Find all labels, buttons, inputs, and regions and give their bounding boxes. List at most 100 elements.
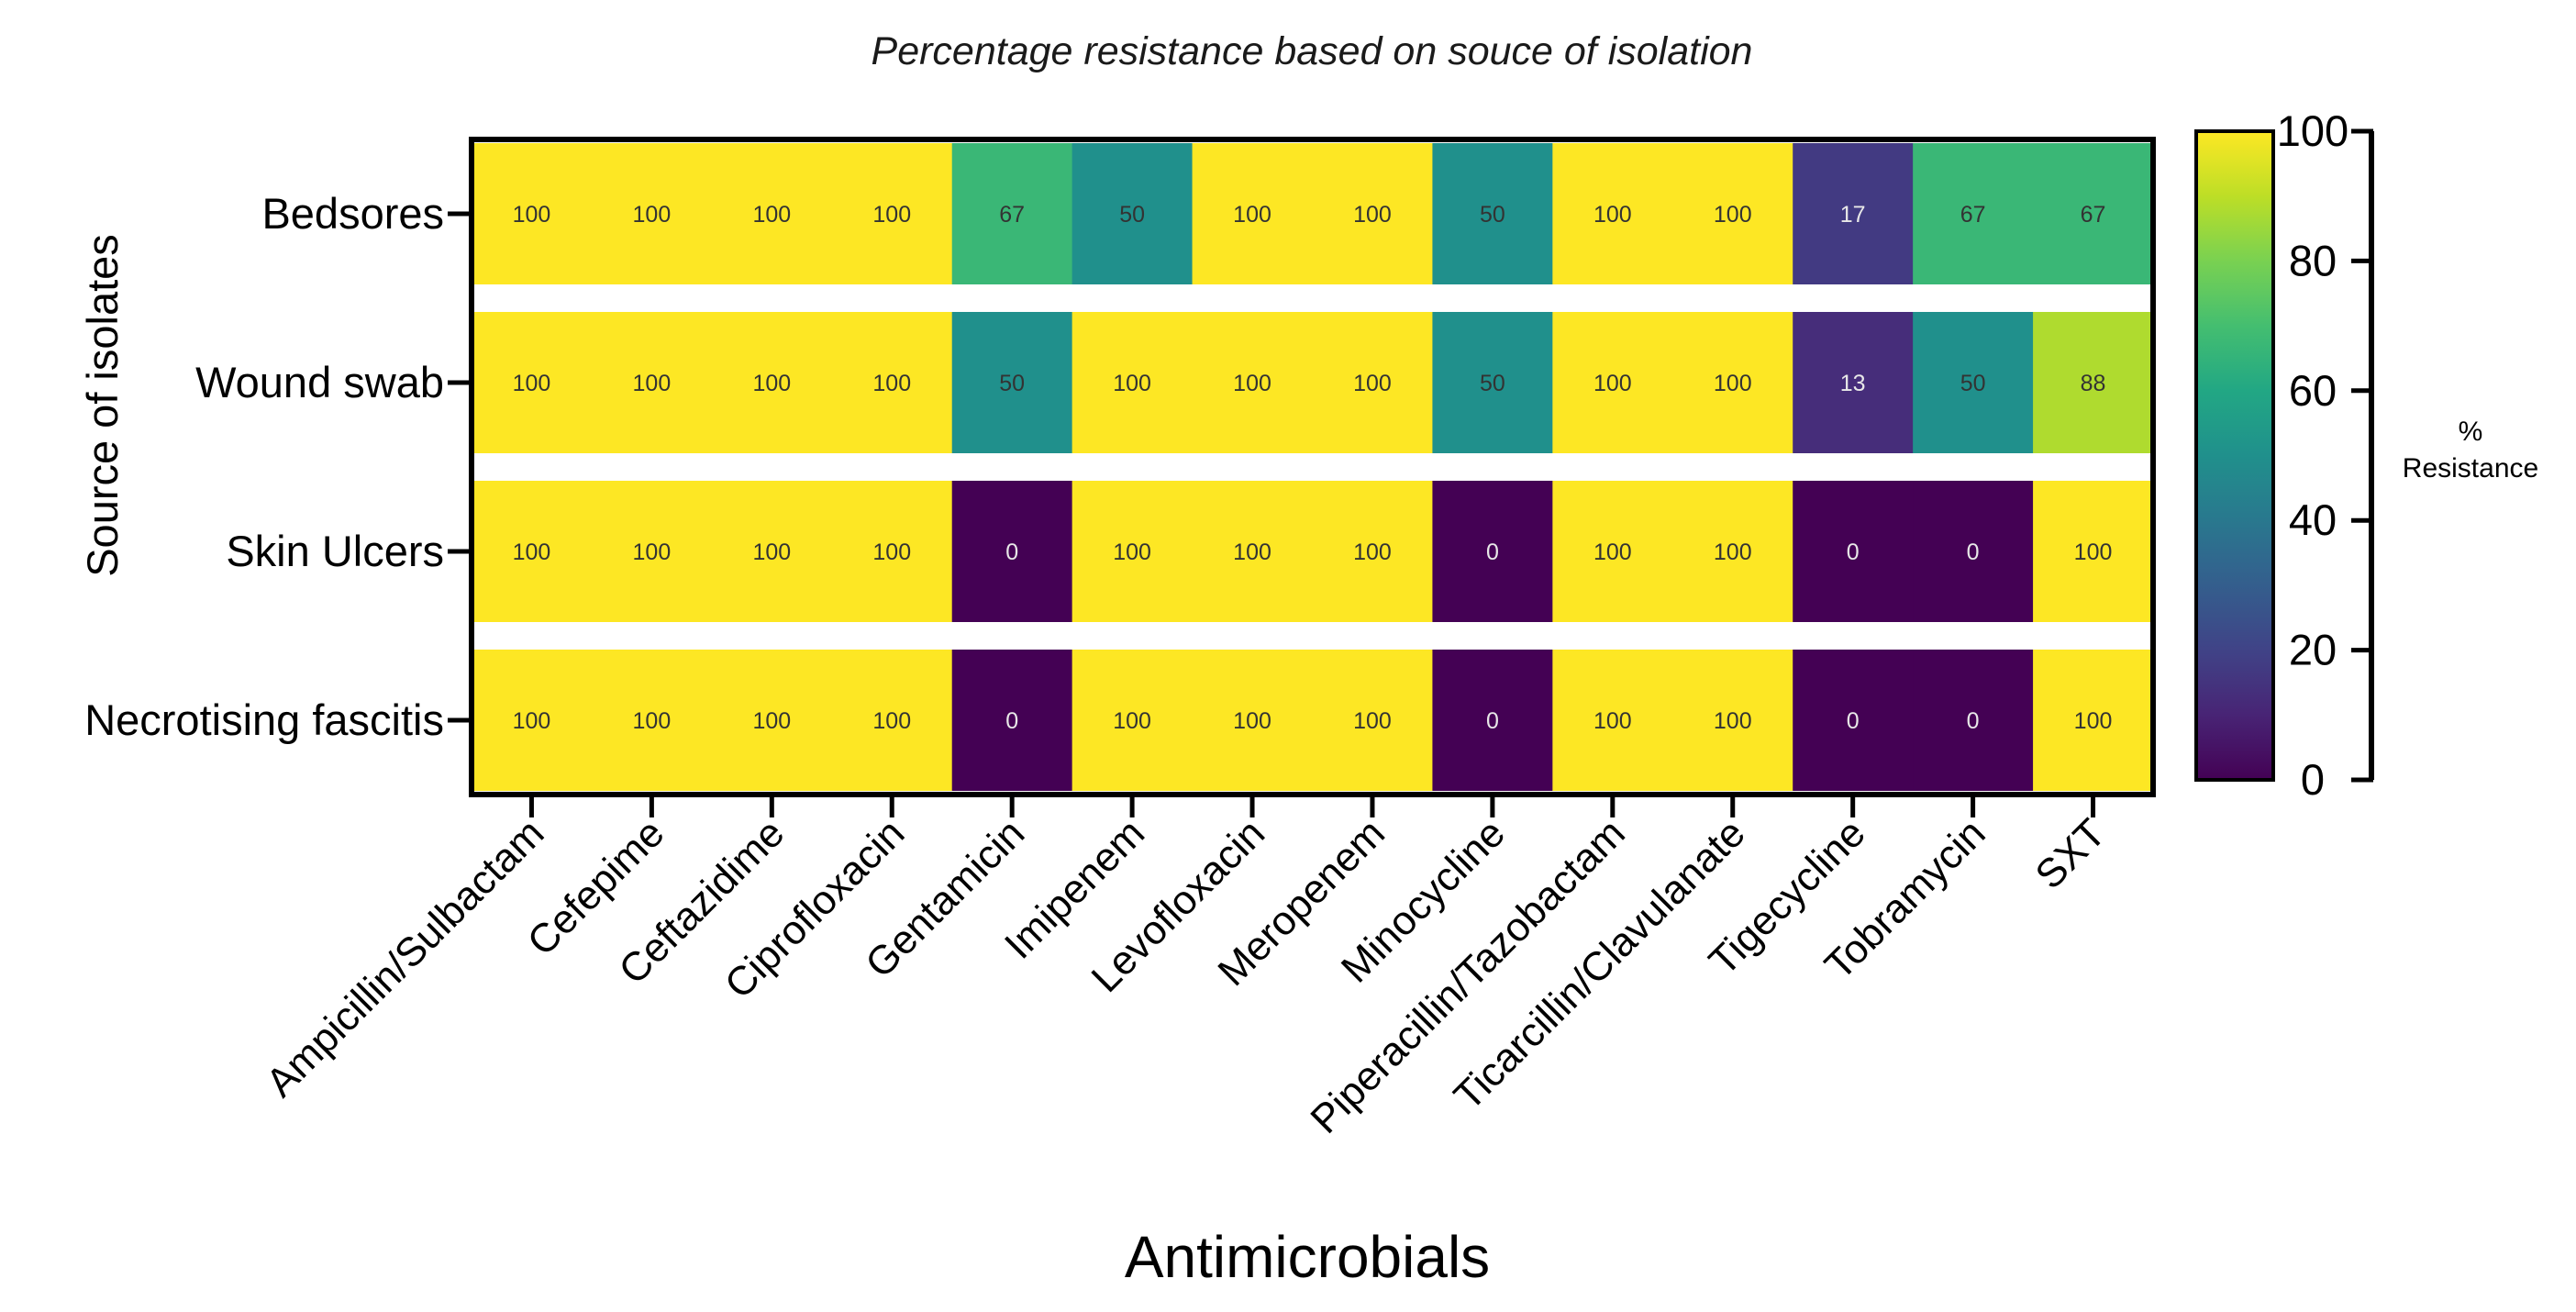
cell-value-label: 100 — [1113, 539, 1151, 565]
heatmap-cell — [831, 650, 953, 791]
x-axis-title: Antimicrobials — [1125, 1224, 1490, 1290]
row-label: Skin Ulcers — [226, 527, 444, 575]
cell-value-label: 100 — [1593, 202, 1632, 228]
heatmap-cell — [711, 143, 833, 284]
cell-value-label: 100 — [1233, 539, 1271, 565]
heatmap-cell — [2033, 650, 2154, 791]
heatmap-cell — [1672, 312, 1793, 453]
heatmap-cell — [831, 143, 953, 284]
cell-value-label: 100 — [1593, 371, 1632, 396]
heatmap-cell — [1793, 481, 1914, 622]
y-axis-title: Source of isolates — [78, 234, 127, 577]
cell-value-label: 100 — [1714, 202, 1752, 228]
cell-value-label: 50 — [1480, 202, 1505, 228]
cell-value-label: 50 — [1119, 202, 1145, 228]
cell-value-label: 100 — [633, 539, 672, 565]
heatmap-cell — [1071, 481, 1194, 622]
cell-value-label: 100 — [513, 539, 551, 565]
cell-value-label: 100 — [752, 371, 791, 396]
row-label: Wound swab — [195, 358, 444, 406]
heatmap-cell — [591, 312, 713, 453]
heatmap-cell — [1432, 312, 1553, 453]
cell-value-label: 50 — [999, 371, 1025, 396]
heatmap-cell — [472, 312, 593, 453]
cell-value-label: 67 — [2081, 202, 2106, 228]
row-label: Necrotising fascitis — [84, 695, 444, 744]
heatmap-cell — [1552, 481, 1673, 622]
heatmap-cell — [2033, 312, 2154, 453]
cell-value-label: 67 — [1960, 202, 1986, 228]
heatmap-cell — [1192, 650, 1314, 791]
heatmap-cell — [1192, 143, 1314, 284]
heatmap-cells: 100 100 100 100 67 50 100 100 50 100 100 17 67 67 100 1… — [472, 143, 2154, 791]
cell-value-label: 67 — [999, 202, 1025, 228]
cell-value-label: 0 — [1486, 708, 1499, 734]
cell-value-label: 0 — [1847, 708, 1860, 734]
cell-value-label: 100 — [1714, 371, 1752, 396]
heatmap-cell — [1793, 143, 1914, 284]
heatmap-cell — [1432, 650, 1553, 791]
cell-value-label: 0 — [1005, 708, 1018, 734]
cell-value-label: 0 — [1967, 708, 1980, 734]
cell-value-label: 100 — [513, 202, 551, 228]
heatmap-cell — [951, 312, 1073, 453]
cell-value-label: 100 — [1353, 371, 1392, 396]
heatmap-cell — [1432, 143, 1553, 284]
cell-value-label: 50 — [1480, 371, 1505, 396]
heatmap-cell — [1071, 143, 1194, 284]
heatmap-cell — [2033, 481, 2154, 622]
cell-value-label: 100 — [1113, 371, 1151, 396]
cell-value-label: 100 — [872, 371, 911, 396]
cell-value-label: 100 — [513, 371, 551, 396]
colorbar-tick-label: 0 — [2301, 755, 2325, 804]
colorbar-title-symbol: % — [2459, 417, 2483, 447]
column-labels: Ampicillin/SulbactamCefepimeCeftazidimeC… — [258, 795, 2115, 1142]
colorbar-tick-label: 20 — [2289, 626, 2337, 674]
heatmap-cell — [1312, 481, 1434, 622]
cell-value-label: 100 — [1233, 371, 1271, 396]
cell-value-label: 100 — [1113, 708, 1151, 734]
cell-value-label: 0 — [1967, 539, 1980, 565]
column-label: Ampicillin/Sulbactam — [258, 810, 553, 1106]
heatmap-cell — [951, 650, 1073, 791]
cell-value-label: 100 — [2074, 708, 2113, 734]
heatmap-cell — [1552, 312, 1673, 453]
heatmap-cell — [1432, 481, 1553, 622]
cell-value-label: 100 — [752, 539, 791, 565]
cell-value-label: 100 — [752, 202, 791, 228]
heatmap-cell — [711, 481, 833, 622]
cell-value-label: 100 — [1353, 202, 1392, 228]
heatmap-cell — [1913, 143, 2034, 284]
cell-value-label: 100 — [872, 708, 911, 734]
row-label: Bedsores — [261, 189, 444, 238]
cell-value-label: 100 — [1714, 708, 1752, 734]
cell-value-label: 100 — [633, 202, 672, 228]
cell-value-label: 100 — [1233, 202, 1271, 228]
heatmap-cell — [1071, 312, 1194, 453]
plot-frame — [469, 137, 2156, 797]
heatmap-cell — [591, 143, 713, 284]
heatmap-cell — [1312, 312, 1434, 453]
cell-value-label: 100 — [752, 708, 791, 734]
heatmap-cell — [831, 481, 953, 622]
heatmap-cell — [1312, 650, 1434, 791]
cell-value-label: 100 — [513, 708, 551, 734]
colorbar-gradient — [2194, 129, 2275, 782]
heatmap-cell — [711, 650, 833, 791]
cell-value-label: 0 — [1005, 539, 1018, 565]
heatmap-cell — [831, 312, 953, 453]
heatmap-cell — [951, 143, 1073, 284]
heatmap-cell — [1192, 312, 1314, 453]
cell-value-label: 100 — [1593, 708, 1632, 734]
cell-value-label: 100 — [1233, 708, 1271, 734]
heatmap-cell — [591, 481, 713, 622]
cell-value-label: 50 — [1960, 371, 1986, 396]
column-label: SXT — [2026, 810, 2114, 897]
heatmap-cell — [1793, 650, 1914, 791]
cell-value-label: 88 — [2081, 371, 2106, 396]
cell-value-label: 17 — [1840, 202, 1866, 228]
heatmap-cell — [1071, 650, 1194, 791]
chart-title: Percentage resistance based on souce of … — [872, 29, 1753, 73]
cell-value-label: 100 — [1353, 539, 1392, 565]
